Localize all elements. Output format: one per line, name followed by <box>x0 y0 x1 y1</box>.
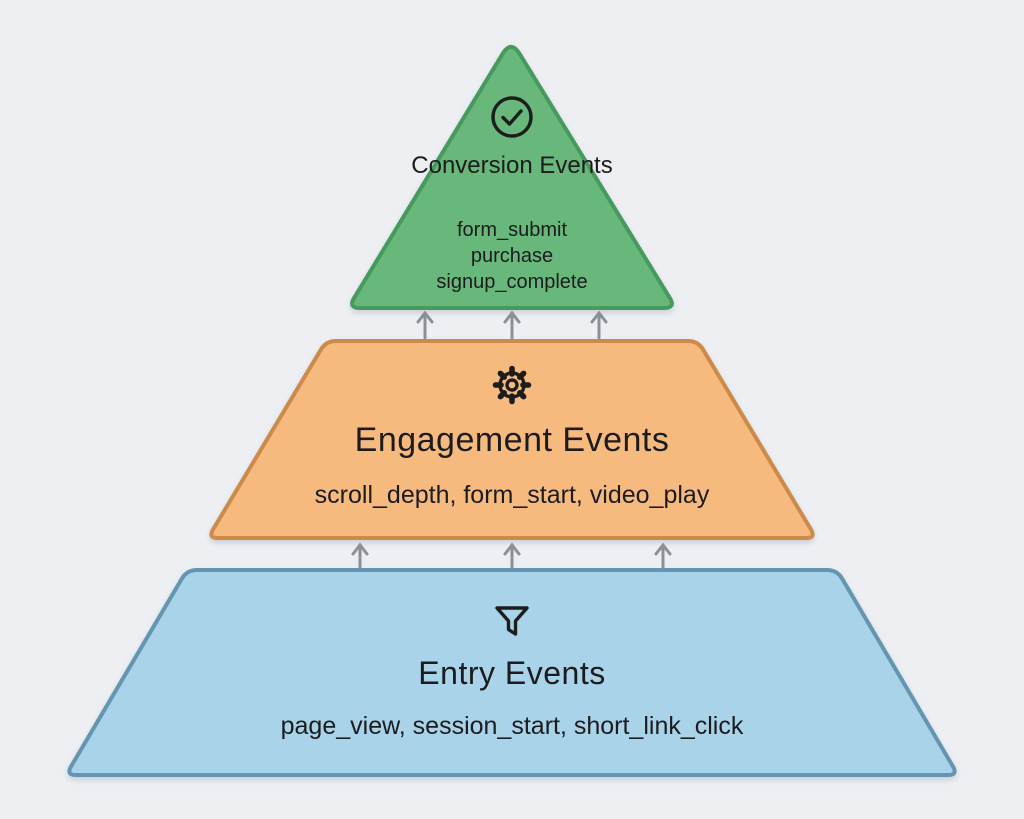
arrows-engagement-to-conversion <box>416 310 608 340</box>
conversion-items: form_submit purchase signup_complete <box>352 217 672 295</box>
funnel-icon <box>488 596 536 644</box>
engagement-title: Engagement Events <box>354 421 670 459</box>
conversion-item: purchase <box>470 245 554 267</box>
up-arrow-icon <box>503 542 521 569</box>
entry-tier-shape <box>67 568 957 777</box>
up-arrow-icon <box>416 310 434 340</box>
engagement-items: scroll_depth, form_start, video_play <box>314 481 710 509</box>
conversion-item: form_submit <box>456 219 568 241</box>
conversion-tier-shape <box>350 44 674 310</box>
up-arrow-icon <box>590 310 608 340</box>
arrows-entry-to-engagement <box>351 542 672 569</box>
entry-items: page_view, session_start, short_link_cli… <box>280 712 744 740</box>
entry-title: Entry Events <box>418 655 606 691</box>
conversion-title: Conversion Events <box>411 152 613 179</box>
conversion-item: signup_complete <box>436 271 588 293</box>
gear-icon <box>488 361 536 409</box>
up-arrow-icon <box>503 310 521 340</box>
check-circle-icon <box>488 93 536 141</box>
up-arrow-icon <box>654 542 672 569</box>
up-arrow-icon <box>351 542 369 569</box>
engagement-tier-shape <box>209 339 815 540</box>
